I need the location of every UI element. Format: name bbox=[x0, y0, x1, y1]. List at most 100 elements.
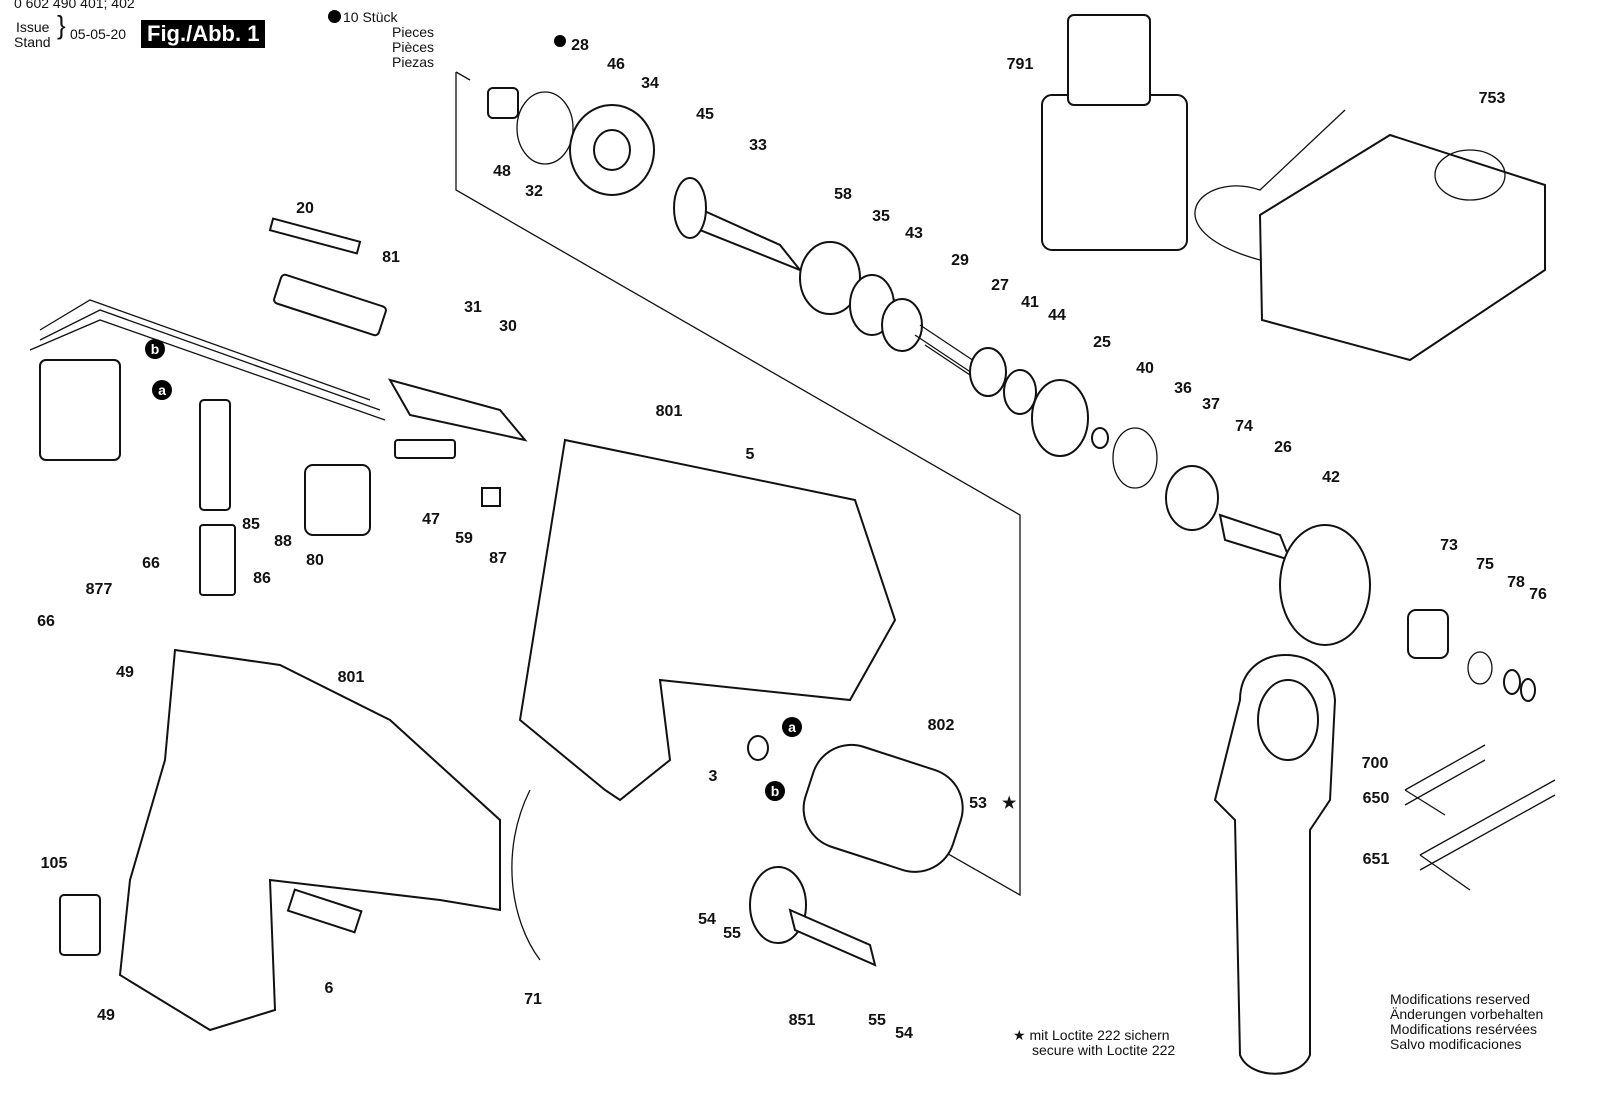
ring-76 bbox=[1520, 678, 1536, 702]
part-label-49: 49 bbox=[97, 1007, 115, 1024]
note-line: Modifications reserved bbox=[1390, 991, 1531, 1007]
flange bbox=[673, 177, 707, 239]
part-label-55: 55 bbox=[868, 1012, 886, 1029]
part-label-40: 40 bbox=[1136, 360, 1154, 377]
loctite-note-en: secure with Loctite 222 bbox=[1032, 1042, 1176, 1058]
part-label-37: 37 bbox=[1202, 396, 1220, 413]
motor-802 bbox=[802, 743, 964, 873]
part-label-25: 25 bbox=[1093, 334, 1111, 351]
strip-71 bbox=[511, 789, 541, 961]
star-icon: ★ bbox=[1002, 795, 1017, 812]
part-label-55: 55 bbox=[723, 925, 741, 942]
part-label-5: 5 bbox=[746, 446, 755, 463]
note-line: Salvo modificaciones bbox=[1390, 1036, 1522, 1052]
callout-circle-icon bbox=[145, 339, 165, 359]
ring-78 bbox=[1503, 669, 1521, 695]
switch-877 bbox=[39, 359, 121, 461]
washer-3 bbox=[747, 735, 769, 761]
part-numbers: 0 602 490 401; 402 bbox=[14, 0, 135, 11]
circlip-40 bbox=[1112, 427, 1158, 489]
part-label-46: 46 bbox=[607, 56, 625, 73]
part-label-54: 54 bbox=[895, 1025, 913, 1042]
callout-letter-b: b bbox=[151, 341, 160, 357]
contact-86 bbox=[199, 524, 236, 596]
part-label-801: 801 bbox=[338, 669, 365, 686]
block-87 bbox=[481, 487, 501, 507]
legend-line: Pièces bbox=[392, 39, 435, 55]
quantity-legend: 10 Stück Pieces Pièces Piezas bbox=[328, 10, 434, 70]
part-label-35: 35 bbox=[872, 208, 890, 225]
part-label-47: 47 bbox=[422, 511, 440, 528]
callout-letter-a: a bbox=[788, 719, 796, 735]
loctite-note-de: mit Loctite 222 sichern bbox=[1029, 1027, 1170, 1043]
part-label-31: 31 bbox=[464, 299, 482, 316]
part-label-700: 700 bbox=[1362, 755, 1389, 772]
part-label-53: 53 bbox=[969, 795, 987, 812]
part-label-48: 48 bbox=[493, 163, 511, 180]
part-label-80: 80 bbox=[306, 552, 324, 569]
part-label-45: 45 bbox=[696, 106, 714, 123]
part-label-30: 30 bbox=[499, 318, 517, 335]
sleeve-73 bbox=[1407, 609, 1449, 659]
part-label-27: 27 bbox=[991, 277, 1009, 294]
spring-75 bbox=[1467, 651, 1493, 685]
washer-43 bbox=[881, 298, 923, 352]
legend-quantity: 10 Stück bbox=[343, 9, 398, 25]
part-label-42: 42 bbox=[1322, 469, 1340, 486]
part-label-73: 73 bbox=[1440, 537, 1458, 554]
part-label-66: 66 bbox=[142, 555, 160, 572]
charger-753 bbox=[1258, 133, 1546, 362]
ring-32 bbox=[516, 91, 574, 165]
part-label-59: 59 bbox=[455, 530, 473, 547]
callout-letter-a: a bbox=[158, 382, 166, 398]
gear-851 bbox=[749, 866, 807, 944]
part-label-753: 753 bbox=[1479, 90, 1506, 107]
part-label-88: 88 bbox=[274, 533, 292, 550]
figure-label: Fig./Abb. 1 bbox=[141, 20, 266, 48]
part-label-802: 802 bbox=[928, 717, 955, 734]
part-label-49: 49 bbox=[116, 664, 134, 681]
part-label-105: 105 bbox=[41, 855, 68, 872]
part-label-32: 32 bbox=[525, 183, 543, 200]
legend-line: Piezas bbox=[392, 54, 435, 70]
part-label-78: 78 bbox=[1507, 574, 1525, 591]
washer-44 bbox=[1031, 379, 1089, 457]
callout-circle-icon bbox=[765, 781, 785, 801]
shaft-851 bbox=[788, 908, 877, 967]
legend-line: Pieces bbox=[392, 24, 435, 40]
bullet-icon bbox=[554, 35, 566, 47]
gear-hub bbox=[593, 129, 631, 171]
part-label-41: 41 bbox=[1021, 294, 1039, 311]
callout-circle-icon bbox=[782, 717, 802, 737]
bearing-37 bbox=[1165, 465, 1219, 531]
issue-date: 05-05-20 bbox=[70, 26, 127, 42]
bullet-icon bbox=[328, 10, 341, 23]
part-label-36: 36 bbox=[1174, 380, 1192, 397]
loctite-note: ★ mit Loctite 222 sichern secure with Lo… bbox=[1013, 1028, 1175, 1058]
charger-slot bbox=[1434, 149, 1506, 201]
star-icon: ★ bbox=[1013, 1027, 1030, 1043]
issue-label: Issue bbox=[16, 19, 50, 35]
cap-47 bbox=[394, 439, 456, 459]
battery-top bbox=[1067, 14, 1151, 106]
part-label-75: 75 bbox=[1476, 556, 1494, 573]
part-label-26: 26 bbox=[1274, 439, 1292, 456]
part-label-3: 3 bbox=[709, 768, 718, 785]
hex-key-650 bbox=[1404, 744, 1486, 816]
part-label-58: 58 bbox=[834, 186, 852, 203]
part-label-801: 801 bbox=[656, 403, 683, 420]
part-label-6: 6 bbox=[325, 980, 334, 997]
part-label-86: 86 bbox=[253, 570, 271, 587]
ring-41 bbox=[1003, 369, 1037, 415]
part-label-81: 81 bbox=[382, 249, 400, 266]
part-label-44: 44 bbox=[1048, 307, 1066, 324]
part-label-851: 851 bbox=[789, 1012, 816, 1029]
part-label-43: 43 bbox=[905, 225, 923, 242]
hex-key-651 bbox=[1419, 779, 1556, 891]
part-label-87: 87 bbox=[489, 550, 507, 567]
cover-81 bbox=[273, 273, 387, 337]
charger-cable bbox=[1194, 109, 1346, 261]
note-line: Änderungen vorbehalten bbox=[1390, 1006, 1544, 1022]
part-label-877: 877 bbox=[86, 581, 113, 598]
part-label-85: 85 bbox=[242, 516, 260, 533]
